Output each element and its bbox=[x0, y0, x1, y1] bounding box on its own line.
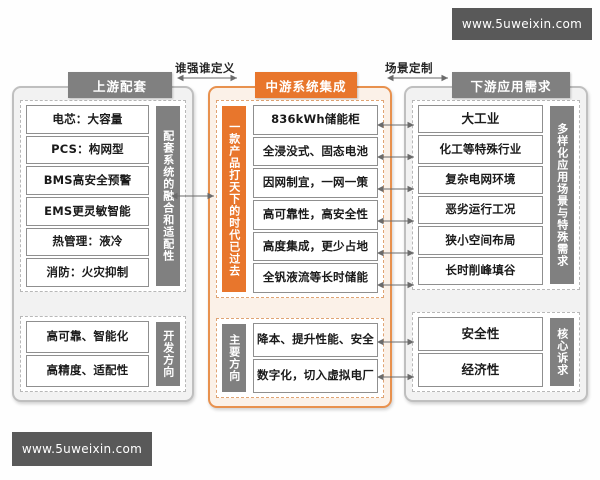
connector-label-right: 场景定制 bbox=[385, 61, 433, 75]
list-item[interactable]: 经济性 bbox=[418, 353, 543, 387]
panel-midstream-direction: 主要方向 降本、提升性能、安全 数字化，切入虚拟电厂 bbox=[216, 318, 384, 398]
item-list-midstream-main: 836kWh储能柜 全浸没式、固态电池 因网制宜，一网一策 高可靠性，高安全性 … bbox=[248, 101, 383, 297]
list-item[interactable]: 安全性 bbox=[418, 317, 543, 351]
list-item[interactable]: 因网制宜，一网一策 bbox=[253, 168, 378, 199]
watermark-bottom-left: www.5uweixin.com bbox=[12, 432, 152, 466]
list-item[interactable]: 降本、提升性能、安全 bbox=[253, 323, 378, 357]
item-list-downstream-main: 大工业 化工等特殊行业 复杂电网环境 恶劣运行工况 狭小空间布局 长时削峰填谷 bbox=[413, 101, 548, 289]
list-item[interactable]: 836kWh储能柜 bbox=[253, 105, 378, 135]
list-item[interactable]: EMS更灵敏智能 bbox=[26, 197, 149, 226]
list-item[interactable]: 高度集成，更少占地 bbox=[253, 231, 378, 262]
list-item[interactable]: 高精度、适配性 bbox=[26, 355, 149, 387]
panel-midstream-main: 一款产品打天下的时代已过去 836kWh储能柜 全浸没式、固态电池 因网制宜，一… bbox=[216, 100, 384, 298]
list-item[interactable]: 电芯：大容量 bbox=[26, 105, 149, 134]
item-list-midstream-direction: 降本、提升性能、安全 数字化，切入虚拟电厂 bbox=[248, 319, 383, 397]
list-item[interactable]: 复杂电网环境 bbox=[418, 165, 543, 194]
side-label-midstream-main: 一款产品打天下的时代已过去 bbox=[222, 106, 246, 292]
list-item[interactable]: 长时削峰填谷 bbox=[418, 256, 543, 285]
item-list-downstream-core: 安全性 经济性 bbox=[413, 313, 548, 391]
list-item[interactable]: 全浸没式、固态电池 bbox=[253, 136, 378, 167]
item-list-upstream-main: 电芯：大容量 PCS：构网型 BMS高安全预警 EMS更灵敏智能 热管理：液冷 … bbox=[21, 101, 154, 291]
list-item[interactable]: 狭小空间布局 bbox=[418, 226, 543, 255]
list-item[interactable]: 高可靠、智能化 bbox=[26, 321, 149, 353]
watermark-top-right: www.5uweixin.com bbox=[452, 8, 592, 40]
side-label-midstream-direction: 主要方向 bbox=[222, 324, 246, 392]
item-list-upstream-direction: 高可靠、智能化 高精度、适配性 bbox=[21, 317, 154, 391]
side-label-upstream-main: 配套系统的融合和适配性 bbox=[156, 106, 180, 286]
list-item[interactable]: BMS高安全预警 bbox=[26, 166, 149, 196]
list-item[interactable]: 化工等特殊行业 bbox=[418, 135, 543, 164]
panel-upstream-main: 电芯：大容量 PCS：构网型 BMS高安全预警 EMS更灵敏智能 热管理：液冷 … bbox=[20, 100, 186, 292]
side-label-upstream-direction: 开发方向 bbox=[156, 322, 180, 386]
list-item[interactable]: 数字化，切入虚拟电厂 bbox=[253, 359, 378, 393]
tab-upstream[interactable]: 上游配套 bbox=[68, 72, 172, 98]
list-item[interactable]: 全钒液流等长时储能 bbox=[253, 263, 378, 294]
list-item[interactable]: 高可靠性，高安全性 bbox=[253, 200, 378, 230]
side-label-downstream-core: 核心诉求 bbox=[550, 318, 574, 386]
list-item[interactable]: 恶劣运行工况 bbox=[418, 195, 543, 225]
list-item[interactable]: 消防：火灾抑制 bbox=[26, 258, 149, 288]
panel-downstream-core: 安全性 经济性 核心诉求 bbox=[412, 312, 580, 392]
list-item[interactable]: 大工业 bbox=[418, 105, 543, 134]
tab-downstream[interactable]: 下游应用需求 bbox=[452, 72, 570, 98]
list-item[interactable]: 热管理：液冷 bbox=[26, 227, 149, 257]
connector-label-left: 谁强谁定义 bbox=[175, 61, 235, 75]
tab-midstream[interactable]: 中游系统集成 bbox=[255, 72, 357, 98]
panel-upstream-direction: 高可靠、智能化 高精度、适配性 开发方向 bbox=[20, 316, 186, 392]
panel-downstream-main: 大工业 化工等特殊行业 复杂电网环境 恶劣运行工况 狭小空间布局 长时削峰填谷 … bbox=[412, 100, 580, 290]
side-label-downstream-main: 多样化应用场景与特殊需求 bbox=[550, 106, 574, 284]
list-item[interactable]: PCS：构网型 bbox=[26, 135, 149, 165]
